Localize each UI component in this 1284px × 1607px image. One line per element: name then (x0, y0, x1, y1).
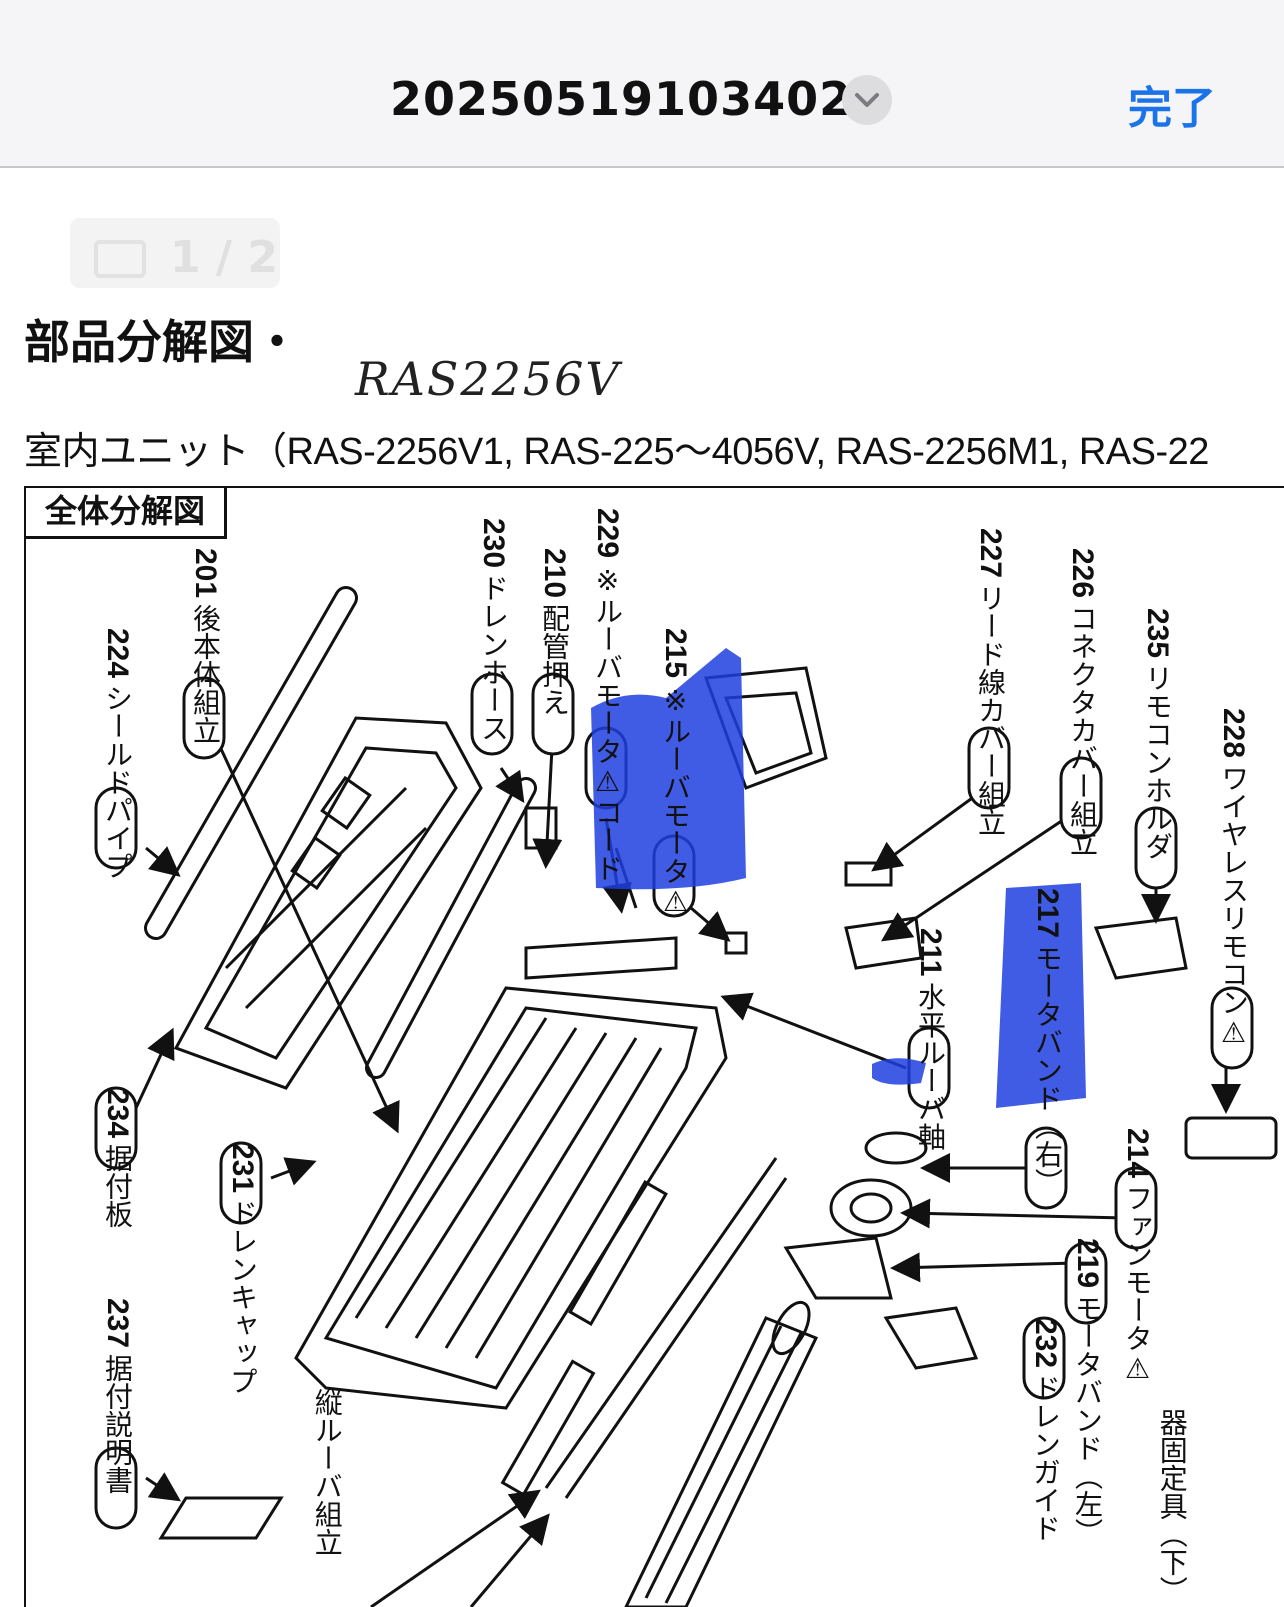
part-215: 215 ※ルーバモータ⚠ (659, 628, 692, 918)
chassis-drawing (294, 936, 728, 1410)
part-number: 237 (101, 1298, 134, 1349)
part-name: ドレンキャップ (226, 1199, 259, 1396)
part-201: 201 後本体組立 (189, 548, 222, 744)
fan-drawing (624, 1300, 819, 1607)
part-number: 201 (189, 548, 222, 599)
highlighter-marks (591, 648, 1086, 1108)
part-237: 237 据付説明書 (101, 1298, 134, 1494)
part-name: 据付板 (101, 1144, 134, 1229)
part-name: ドレンガイド (1029, 1374, 1062, 1543)
title-menu-button[interactable] (842, 75, 892, 125)
part-217: 217 モータバンド（右） (1031, 888, 1064, 1196)
part-211: 211 水平ルーバ軸 (914, 928, 947, 1150)
page-subheading: 室内ユニット（RAS-2256V1, RAS-225～4056V, RAS-22… (24, 431, 1209, 473)
part-name: リモコンホルダ (1141, 664, 1174, 861)
part-227: 227 リード線カバー組立 (974, 528, 1007, 836)
part-number: 226 (1066, 548, 1099, 599)
part-number-bubbles (94, 672, 1254, 1530)
part-226: 226 コネクタカバー組立 (1066, 548, 1099, 856)
part-name: シールドパイプ (101, 684, 134, 881)
part-number: 232 (1029, 1318, 1062, 1369)
part-number: 234 (101, 1088, 134, 1139)
part-name: コネクタカバー組立 (1066, 604, 1099, 857)
part-number: 210 (538, 548, 571, 599)
part-234: 234 据付板 (101, 1088, 134, 1228)
part-number: 230 (477, 518, 510, 569)
part-number: 214 (1121, 1128, 1154, 1179)
louver-drawing (500, 1157, 788, 1499)
part-number: 235 (1141, 608, 1174, 659)
part-name: モータバンド（右） (1031, 944, 1064, 1197)
page-indicator-label: 1 / 2 (170, 232, 278, 283)
part-name: 配管押え (538, 604, 571, 717)
part-name: ※ルーバモータ⚠ (659, 684, 692, 919)
part-fixture: 器固定具（下） (1155, 1408, 1189, 1604)
part-231: 231 ドレンキャップ (226, 1143, 259, 1395)
part-name: リード線カバー組立 (974, 584, 1007, 837)
part-name: 縦ルーバ組立 (310, 1388, 344, 1556)
part-number: 224 (101, 628, 134, 679)
sidebar-icon (94, 240, 146, 278)
diagram-frame-label: 全体分解図 (26, 488, 227, 539)
chevron-down-icon (855, 93, 879, 107)
page-indicator: 1 / 2 (70, 218, 280, 288)
part-name: 器固定具（下） (1155, 1408, 1189, 1604)
part-name: 後本体組立 (189, 604, 222, 745)
part-number: 217 (1031, 888, 1064, 939)
part-232: 232 ドレンガイド (1029, 1318, 1062, 1542)
part-210: 210 配管押え (538, 548, 571, 716)
part-number: 219 (1071, 1238, 1104, 1289)
part-name: ファンモータ⚠ (1121, 1184, 1154, 1386)
part-number: 231 (226, 1143, 259, 1194)
part-228: 228 ワイヤレスリモコン⚠ (1217, 708, 1250, 1049)
part-229: 229 ※ルーバモータ⚠コード (591, 508, 624, 882)
part-number: 227 (974, 528, 1007, 579)
exploded-diagram: 全体分解図 (24, 486, 1284, 1607)
part-219: 219 モータバンド（左） (1071, 1238, 1104, 1546)
page-heading: 部品分解図・ (24, 315, 300, 369)
drain-hose-drawing (365, 777, 537, 1079)
part-name: 据付説明書 (101, 1354, 134, 1495)
shield-pipe-drawing (144, 586, 358, 940)
leader-lines (134, 727, 1241, 1607)
part-number: 229 (591, 508, 624, 559)
handwritten-note: RAS2256V (355, 352, 621, 406)
part-235: 235 リモコンホルダ (1141, 608, 1174, 860)
part-name: 水平ルーバ軸 (914, 982, 947, 1151)
part-214: 214 ファンモータ⚠ (1121, 1128, 1154, 1385)
part-number: 215 (659, 628, 692, 679)
part-224: 224 シールドパイプ (101, 628, 134, 880)
back-body-drawing (173, 716, 483, 1090)
done-button[interactable]: 完了 (1128, 83, 1216, 134)
top-bar: 20250519103402 完了 (0, 0, 1284, 168)
part-number: 228 (1217, 708, 1250, 759)
document-title: 20250519103402 (390, 72, 853, 126)
part-name: ※ルーバモータ⚠コード (591, 564, 624, 883)
part-name: ドレンホース (477, 574, 510, 743)
part-230: 230 ドレンホース (477, 518, 510, 742)
manual-sheet-drawing (158, 1496, 284, 1540)
diagram-drawing (94, 586, 1278, 1607)
part-number: 211 (914, 928, 947, 977)
part-name: ワイヤレスリモコン⚠ (1217, 764, 1250, 1050)
part-name: モータバンド（左） (1071, 1294, 1104, 1547)
part-vertical-louver: 縦ルーバ組立 (310, 1388, 344, 1556)
